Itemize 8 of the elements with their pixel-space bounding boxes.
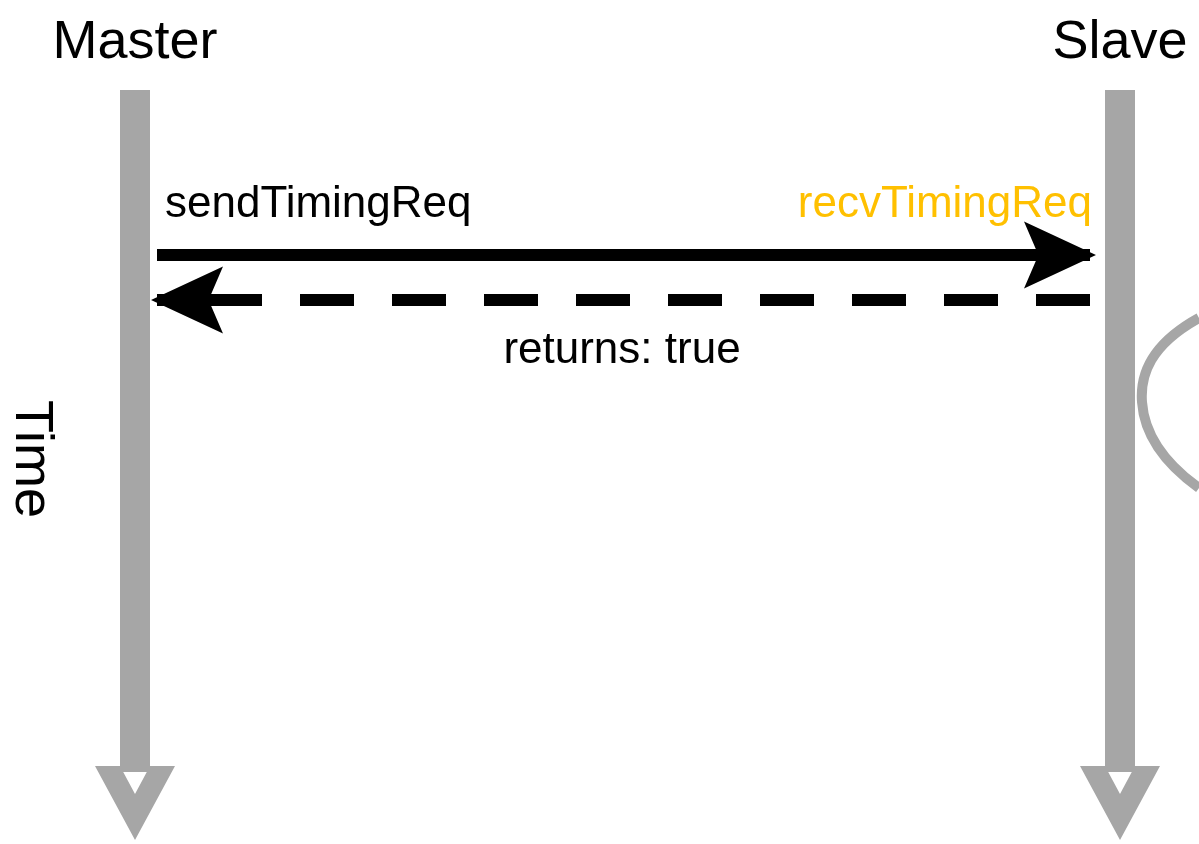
message-label: recvTimingReq [797,180,1092,224]
arrow [151,266,1090,334]
edge-label: returns: true [503,326,741,370]
edge-label: sendTimingReq [165,180,472,224]
axis-label: Time [8,400,62,518]
participant-label: Slave [1052,12,1188,66]
participant-label: Master [52,12,218,66]
arrow [157,221,1096,289]
